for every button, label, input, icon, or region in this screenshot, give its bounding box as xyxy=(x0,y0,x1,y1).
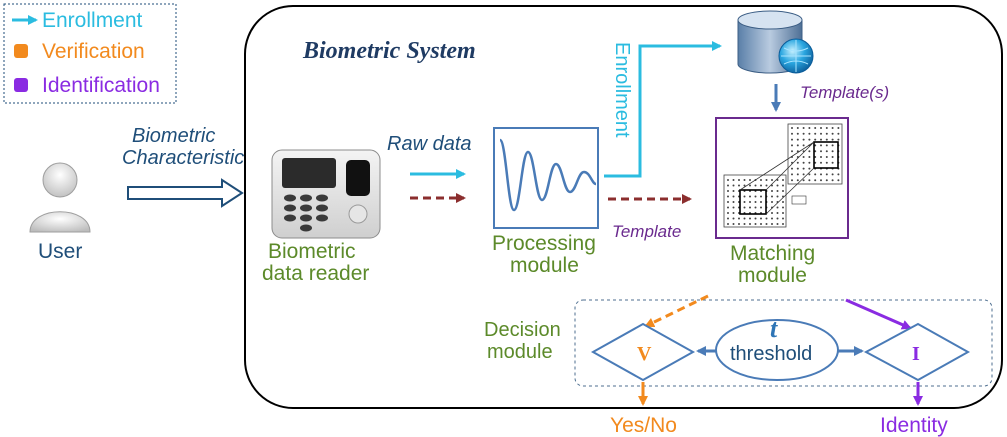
reader-label-line1: Biometric xyxy=(268,240,356,263)
decision-label-line1: Decision xyxy=(484,319,561,341)
legend-identification: Identification xyxy=(14,74,160,97)
threshold-symbol: t xyxy=(770,314,778,343)
verification-square-icon xyxy=(14,44,28,58)
legend-enrollment-label: Enrollment xyxy=(42,9,143,32)
template-label: Template xyxy=(612,222,681,241)
user-label: User xyxy=(38,240,82,263)
matching-label-line1: Matching xyxy=(730,242,815,265)
raw-data-label: Raw data xyxy=(387,133,472,155)
identity-label: Identity xyxy=(880,414,948,437)
identify-symbol: I xyxy=(912,343,920,365)
enrollment-vertical-label: Enrollment xyxy=(611,42,633,138)
system-boundary xyxy=(244,5,1003,409)
verification-arrow xyxy=(644,294,709,328)
yes-no-label: Yes/No xyxy=(610,414,677,437)
biometric-characteristic-line2: Characteristic xyxy=(122,147,244,169)
templates-label: Template(s) xyxy=(800,83,889,102)
identify-diamond xyxy=(863,322,971,382)
biometric-characteristic-line1: Biometric xyxy=(132,125,215,147)
identification-square-icon xyxy=(14,78,28,92)
user-icon xyxy=(29,162,91,233)
legend: Enrollment Verification Identification xyxy=(3,3,177,104)
decision-label-line2: module xyxy=(487,341,553,363)
threshold-label: threshold xyxy=(730,343,812,365)
legend-identification-label: Identification xyxy=(42,74,160,97)
processing-label-line2: module xyxy=(510,254,579,277)
verify-symbol: V xyxy=(637,343,652,365)
legend-verification-label: Verification xyxy=(42,40,145,63)
matching-label-line2: module xyxy=(738,264,807,287)
identification-arrow xyxy=(845,298,912,330)
fingerprint-reader-icon xyxy=(271,149,381,239)
system-title: Biometric System xyxy=(302,38,476,64)
processing-label-line1: Processing xyxy=(492,232,596,255)
hollow-arrow-icon xyxy=(127,178,244,208)
decision-module-box xyxy=(574,299,993,387)
reader-label-line2: data reader xyxy=(262,262,369,285)
legend-enrollment: Enrollment xyxy=(12,9,143,32)
waveform-icon xyxy=(498,138,597,212)
legend-verification: Verification xyxy=(14,40,145,63)
verify-diamond xyxy=(590,322,696,382)
matching-grid-icon xyxy=(715,117,849,239)
database-icon xyxy=(737,10,814,74)
processing-module-box xyxy=(493,127,599,229)
enrollment-path-arrow xyxy=(604,41,722,178)
